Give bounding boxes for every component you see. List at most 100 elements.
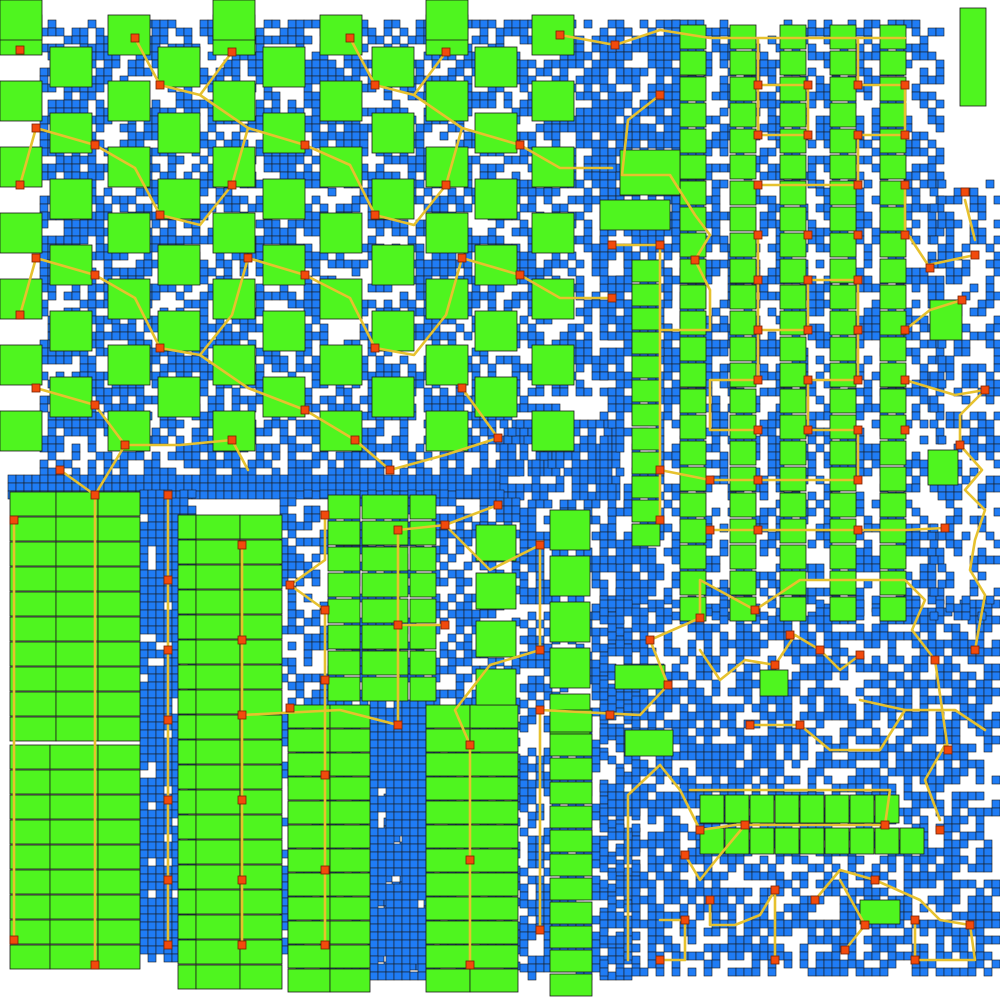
std-cell — [768, 420, 776, 428]
std-cell — [588, 420, 596, 428]
std-cell — [532, 468, 540, 476]
std-cell — [616, 60, 624, 68]
std-cell — [480, 428, 488, 436]
std-cell — [808, 508, 816, 516]
std-cell — [272, 483, 280, 491]
std-cell — [96, 44, 104, 52]
std-cell — [624, 268, 632, 276]
std-cell — [576, 196, 584, 204]
std-cell — [912, 284, 920, 292]
std-cell — [712, 220, 720, 228]
std-cell — [576, 124, 584, 132]
std-cell — [672, 612, 680, 620]
std-cell — [768, 428, 776, 436]
std-cell — [656, 140, 664, 148]
std-cell — [608, 148, 616, 156]
std-cell — [88, 156, 96, 164]
std-cell — [16, 475, 24, 483]
std-cell — [936, 148, 944, 156]
std-cell — [760, 60, 768, 68]
std-cell — [352, 475, 360, 483]
std-cell — [616, 324, 624, 332]
std-cell — [600, 252, 608, 260]
std-cell — [864, 252, 872, 260]
std-cell — [216, 132, 224, 140]
std-cell — [568, 332, 576, 340]
std-cell — [584, 308, 592, 316]
std-cell — [448, 268, 456, 276]
std-cell — [128, 268, 136, 276]
std-cell — [656, 60, 664, 68]
std-cell — [140, 506, 148, 514]
std-cell — [140, 682, 148, 690]
std-cell — [592, 244, 600, 252]
std-cell — [504, 20, 512, 28]
std-cell — [320, 332, 328, 340]
std-cell — [664, 452, 672, 460]
std-cell — [216, 475, 224, 483]
std-cell — [200, 268, 208, 276]
std-cell — [440, 204, 448, 212]
std-cell — [648, 588, 656, 596]
std-cell — [80, 475, 88, 483]
std-cell — [464, 204, 472, 212]
std-cell — [320, 204, 328, 212]
std-cell — [200, 236, 208, 244]
std-cell — [200, 332, 208, 340]
std-cell — [816, 340, 824, 348]
std-cell — [148, 538, 156, 546]
std-cell — [600, 260, 608, 268]
std-cell — [248, 483, 256, 491]
std-cell — [480, 164, 488, 172]
std-cell — [312, 308, 320, 316]
std-cell — [664, 588, 672, 596]
std-cell — [524, 420, 532, 428]
std-cell — [416, 483, 424, 491]
std-cell — [616, 564, 624, 572]
std-cell — [584, 172, 592, 180]
std-cell — [584, 228, 592, 236]
std-cell — [600, 324, 608, 332]
std-cell — [456, 196, 464, 204]
std-cell — [536, 124, 544, 132]
std-cell — [140, 714, 148, 722]
std-cell — [140, 786, 148, 794]
std-cell — [536, 188, 544, 196]
std-cell — [520, 220, 528, 228]
std-cell — [592, 116, 600, 124]
std-cell — [632, 76, 640, 84]
std-cell — [816, 356, 824, 364]
std-cell — [88, 460, 96, 468]
std-cell — [140, 858, 148, 866]
std-cell — [392, 483, 400, 491]
std-cell — [152, 452, 160, 460]
std-cell — [140, 578, 148, 586]
std-cell — [40, 68, 48, 76]
std-cell — [80, 92, 88, 100]
std-cell — [140, 626, 148, 634]
std-cell — [168, 228, 176, 236]
std-cell — [464, 188, 472, 196]
std-cell — [88, 228, 96, 236]
std-cell — [560, 260, 568, 268]
std-cell — [616, 396, 624, 404]
std-cell — [520, 68, 528, 76]
std-cell — [928, 284, 936, 292]
std-cell — [920, 364, 928, 372]
std-cell — [488, 164, 496, 172]
std-cell — [208, 396, 216, 404]
std-cell — [520, 228, 528, 236]
std-cell — [544, 268, 552, 276]
std-cell — [384, 444, 392, 452]
std-cell — [856, 268, 864, 276]
std-cell — [416, 68, 424, 76]
std-cell — [200, 140, 208, 148]
std-cell — [712, 132, 720, 140]
std-cell — [856, 116, 864, 124]
std-cell — [720, 132, 728, 140]
std-cell — [920, 580, 928, 588]
std-cell — [928, 180, 936, 188]
std-cell — [272, 236, 280, 244]
std-cell — [120, 483, 128, 491]
std-cell — [672, 572, 680, 580]
